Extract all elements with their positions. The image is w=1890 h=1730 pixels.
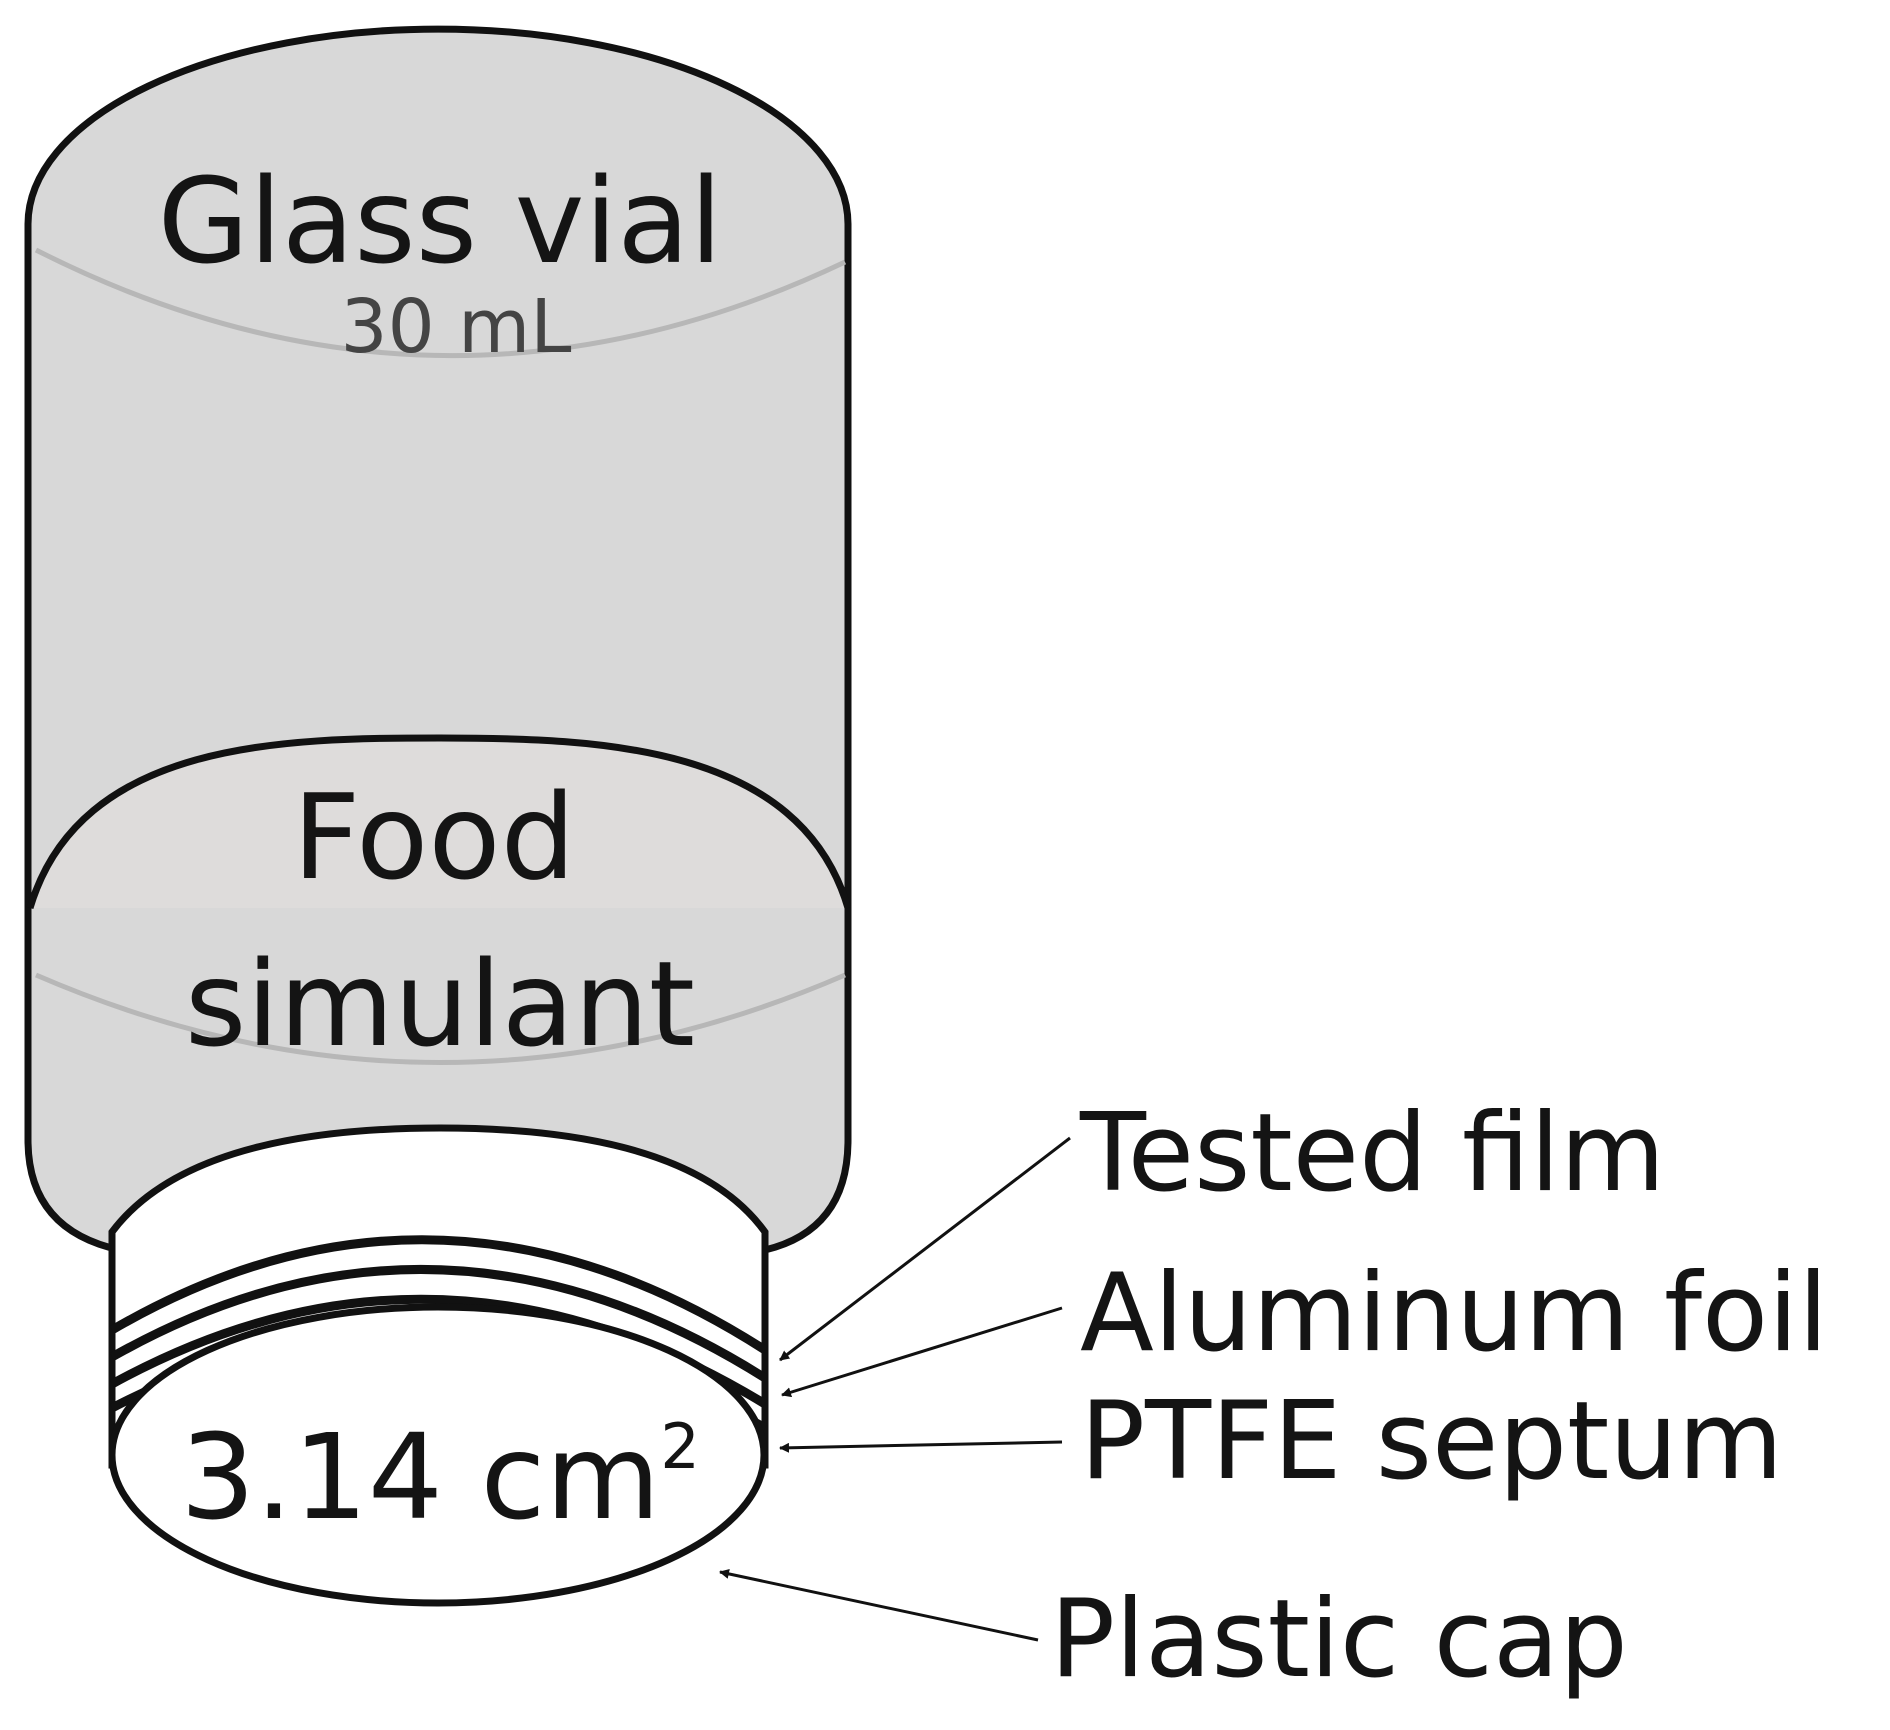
- tested-film-label: Tested film: [1079, 1091, 1665, 1216]
- cap-area-value: 3.14 cm: [180, 1408, 660, 1546]
- simulant-label-line1: Food: [293, 768, 576, 906]
- ptfe-septum-arrow: [779, 1440, 1063, 1453]
- tested-film-arrow: [779, 1136, 1071, 1362]
- cap-area-label: 3.14 cm2: [180, 1408, 700, 1546]
- vial-volume-line: [34, 247, 847, 358]
- plastic-cap-arrow: [719, 1568, 1039, 1642]
- glass-vial: [24, 25, 852, 1254]
- tested-film-layer: [109, 1235, 768, 1354]
- plastic-cap-label: Plastic cap: [1050, 1577, 1628, 1702]
- simulant-surface: [26, 734, 852, 910]
- aluminum-foil-arrow: [781, 1306, 1063, 1398]
- plastic-cap-face: [108, 1303, 768, 1607]
- vial-title: Glass vial: [158, 152, 723, 290]
- aluminum-foil-label: Aluminum foil: [1080, 1251, 1828, 1376]
- aluminum-foil-layer: [109, 1264, 768, 1382]
- simulant-label-line2: simulant: [185, 935, 695, 1073]
- simulant-level-line: [35, 972, 846, 1065]
- ptfe-septum-label: PTFE septum: [1080, 1379, 1783, 1504]
- cap-assembly: [108, 1124, 769, 1607]
- vial-volume: 30 mL: [341, 284, 572, 370]
- callout-arrows: [719, 1136, 1071, 1642]
- cap-area-superscript: 2: [660, 1410, 699, 1483]
